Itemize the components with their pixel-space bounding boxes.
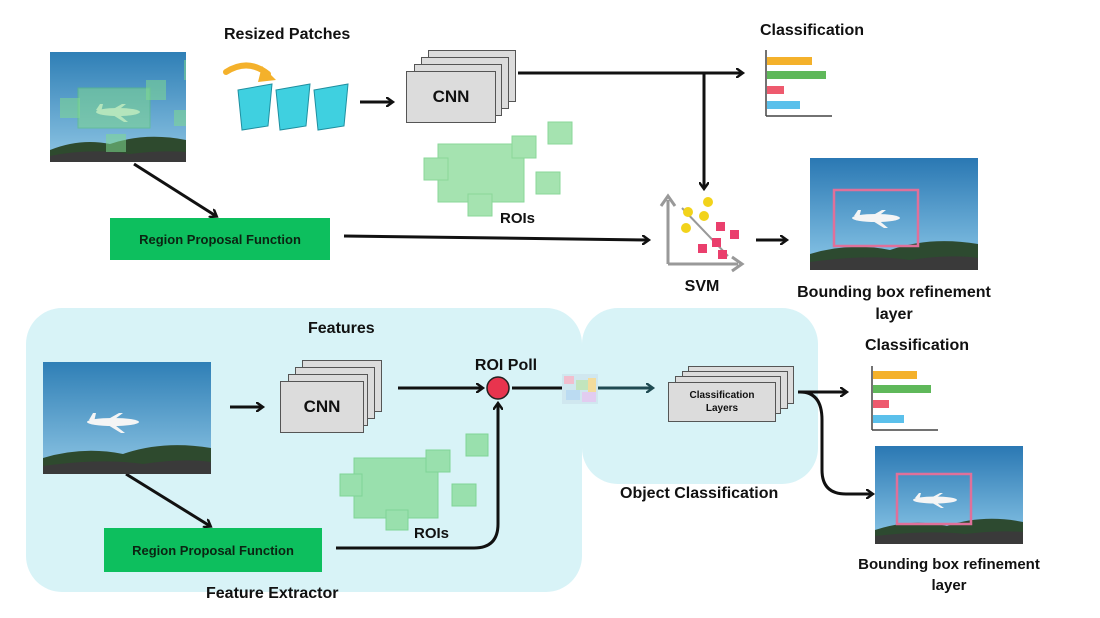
cnn-label-top: CNN bbox=[406, 71, 496, 123]
feature-extractor-label: Feature Extractor bbox=[206, 585, 339, 602]
bottom-classification-chart bbox=[871, 366, 938, 431]
cnn-stack-top: CNN bbox=[406, 50, 518, 124]
classification-layers-label: Classification Layers bbox=[668, 382, 776, 422]
resized-patches-label: Resized Patches bbox=[224, 26, 351, 43]
input-image-top bbox=[50, 52, 186, 162]
rois-label-bottom: ROIs bbox=[414, 525, 450, 542]
features-label: Features bbox=[308, 320, 375, 337]
top-roi-cluster bbox=[423, 121, 573, 217]
object-classification-label: Object Classification bbox=[620, 485, 779, 502]
bbox-label-bottom: Bounding box refinement layer bbox=[858, 556, 1040, 594]
roi-poll-label: ROI Poll bbox=[474, 357, 538, 374]
region-proposal-bottom: Region Proposal Function bbox=[104, 528, 322, 572]
bbox-image-bottom bbox=[875, 446, 1023, 544]
cnn-label-bottom: CNN bbox=[280, 381, 364, 433]
bbox-label-top: Bounding box refinement layer bbox=[797, 284, 991, 323]
input-image-bottom bbox=[43, 362, 211, 474]
bottom-roi-cluster bbox=[339, 433, 489, 531]
patch-arrow-icon bbox=[223, 62, 276, 82]
resized-patches-icon bbox=[237, 83, 349, 131]
classification-label-top: Classification bbox=[760, 22, 865, 39]
classification-layers-stack: Classification Layers bbox=[668, 366, 796, 424]
top-classification-chart bbox=[765, 50, 832, 117]
classification-label-bottom: Classification bbox=[865, 337, 970, 354]
roi-poll-node bbox=[486, 376, 510, 400]
rois-label-top: ROIs bbox=[500, 210, 536, 227]
region-proposal-top: Region Proposal Function bbox=[110, 218, 330, 260]
cnn-stack-bottom: CNN bbox=[280, 360, 384, 434]
svm-plot-icon bbox=[659, 193, 745, 273]
pooled-feature-icon bbox=[562, 374, 598, 404]
svm-label: SVM bbox=[684, 278, 720, 295]
bbox-image-top bbox=[810, 158, 978, 270]
